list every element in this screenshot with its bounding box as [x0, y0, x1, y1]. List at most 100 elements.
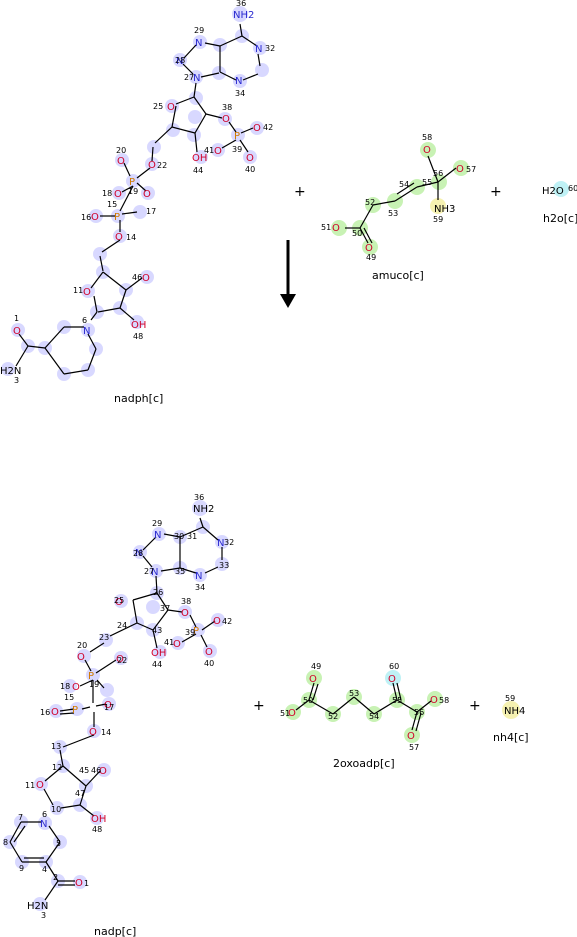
atom-number: 41 [164, 638, 174, 647]
reaction-arrow [280, 240, 296, 308]
atom-number: 39 [232, 145, 242, 154]
atom-number: 20 [77, 641, 87, 650]
atom-label: NH4 [504, 706, 525, 717]
atom-number: 48 [133, 332, 143, 341]
atom-number: 55 [422, 178, 432, 187]
atom-label: NH2 [193, 504, 214, 515]
atom-number: 22 [117, 656, 127, 665]
atom-label: N [195, 571, 202, 582]
atom-label: N [176, 56, 183, 67]
atom-number: 13 [51, 742, 61, 751]
atom-number: 40 [204, 659, 214, 668]
atom-number: 1 [14, 314, 19, 323]
atom-label: O [77, 652, 85, 663]
atom-number: 51 [280, 709, 290, 718]
atom-label: OH [151, 648, 166, 659]
atom-label: O [456, 164, 464, 175]
atom-number: 32 [265, 44, 275, 53]
atom-number: 44 [152, 660, 162, 669]
atom-label: H2O [542, 186, 564, 197]
atom-number: 19 [128, 187, 138, 196]
atom-label: O [181, 608, 189, 619]
atom-number: 57 [409, 743, 419, 752]
atom-label: O [116, 654, 124, 665]
atom-label: N [135, 548, 142, 559]
molecule-nadph: NH2 N N N N N O O P O O O OH O P O O O P… [0, 0, 275, 405]
atom-number: 22 [157, 161, 167, 170]
reactant-label-amuco: amuco[c] [372, 269, 424, 282]
atom-label: O [214, 146, 222, 157]
atom-label: O [115, 597, 123, 608]
atom-number: 27 [184, 73, 194, 82]
atom-number: 45 [79, 766, 89, 775]
atom-number: 18 [102, 189, 112, 198]
atom-number: 49 [366, 253, 376, 262]
atom-label: O [83, 287, 91, 298]
atom-number: 46 [91, 766, 101, 775]
atom-label: O [51, 707, 59, 718]
atom-number: 34 [235, 89, 245, 98]
atom-number: 56 [433, 169, 443, 178]
atom-number: 53 [349, 689, 359, 698]
atom-number: 4 [42, 865, 47, 874]
atom-number: 29 [194, 26, 204, 35]
atom-number: 38 [222, 103, 232, 112]
reactant-label-nadph: nadph[c] [114, 392, 163, 405]
atom-number: 47 [75, 789, 85, 798]
atom-label: O [288, 708, 296, 719]
molecule-2oxoadp: O O O O O 49 51 50 52 53 54 55 60 56 58 … [280, 662, 520, 770]
atom-label: O [365, 243, 373, 254]
atom-label: O [430, 695, 438, 706]
atom-number: 27 [144, 567, 154, 576]
atom-number: 36 [194, 493, 204, 502]
product-label-2oxoadp: 2oxoadp[c] [333, 757, 395, 770]
atom-label: O [36, 780, 44, 791]
atom-number: 42 [222, 617, 232, 626]
atom-number: 54 [369, 712, 379, 721]
atom-number: 59 [433, 215, 443, 224]
atom-label: N [83, 326, 90, 337]
atom-number: 39 [185, 628, 195, 637]
atom-number: 36 [236, 0, 246, 8]
atom-number: 50 [352, 229, 362, 238]
atom-label: NH3 [434, 204, 455, 215]
atom-number: 56 [414, 708, 424, 717]
atom-label: P [193, 626, 199, 637]
atom-label: OH [131, 320, 146, 331]
atom-label: O [167, 102, 175, 113]
atom-number: 11 [25, 781, 35, 790]
atom-number: 11 [73, 286, 83, 295]
atom-number: 50 [303, 696, 313, 705]
atom-label: N [235, 76, 242, 87]
atom-number: 5 [56, 839, 61, 848]
atom-number: 26 [153, 588, 163, 597]
atom-label: O [115, 232, 123, 243]
atom-label: O [13, 326, 21, 337]
atom-label: O [213, 616, 221, 627]
atom-label: O [142, 273, 150, 284]
atom-number: 25 [153, 102, 163, 111]
atom-label: N [154, 530, 161, 541]
atom-label: O [114, 189, 122, 200]
atom-number: 3 [41, 911, 46, 920]
atom-label: O [117, 156, 125, 167]
atom-label: O [91, 212, 99, 223]
atom-label: O [104, 700, 112, 711]
atom-number: 14 [126, 233, 136, 242]
atom-number: 28 [133, 549, 143, 558]
atom-number: 8 [3, 838, 8, 847]
atom-number: 20 [116, 146, 126, 155]
atom-label: O [143, 189, 151, 200]
molecule-nadp: NH2 N N N N N O O P O O O OH O P O O O P… [3, 493, 234, 937]
reactant-label-h2o: h2o[c] [543, 212, 577, 225]
atom-label: O [173, 639, 181, 650]
atom-label: O [332, 223, 340, 234]
atom-label: O [222, 114, 230, 125]
atom-label: O [246, 153, 254, 164]
atom-label: NH2 [233, 10, 254, 21]
atom-number: 52 [365, 198, 375, 207]
atom-number: 58 [422, 133, 432, 142]
atom-label: P [114, 212, 120, 223]
atom-number: 18 [60, 682, 70, 691]
atom-label: N [217, 538, 224, 549]
